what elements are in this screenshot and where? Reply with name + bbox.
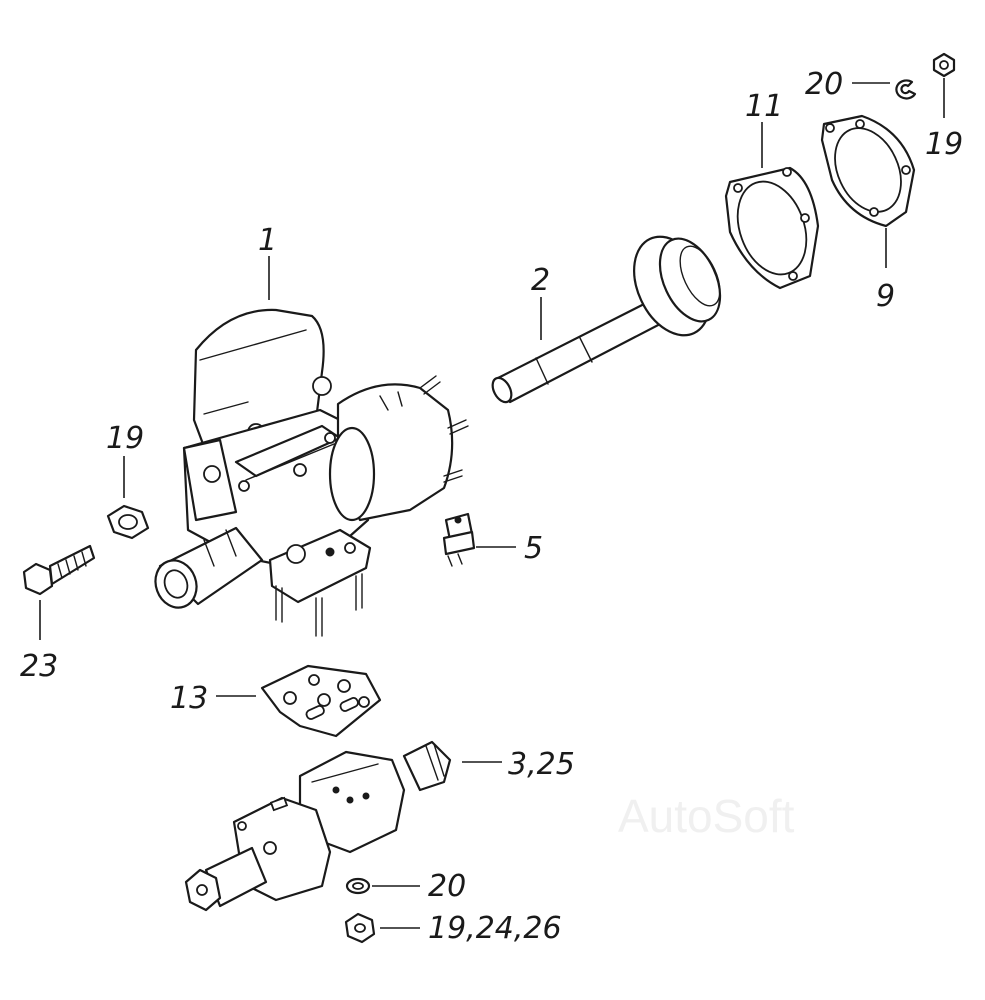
part-fitting-5 — [442, 512, 476, 567]
callout-19-top: 19 — [925, 127, 963, 162]
callout-1: 1 — [258, 223, 277, 258]
part-gasket-13 — [260, 664, 382, 738]
callout-3-25: 3,25 — [508, 747, 575, 782]
part-gasket-9 — [820, 114, 916, 228]
callout-19-24-26: 19,24,26 — [428, 911, 562, 946]
callout-11: 11 — [745, 89, 783, 124]
part-valve-3-25 — [184, 740, 452, 912]
part-gasket-11 — [724, 166, 820, 290]
part-bolt-23 — [22, 544, 96, 596]
part-nut-left — [106, 504, 150, 540]
callout-2: 2 — [531, 263, 550, 298]
callout-19-left: 19 — [106, 421, 144, 456]
part-washer-top — [895, 79, 917, 100]
part-rod-2 — [491, 235, 722, 404]
watermark: AutoSoft — [618, 790, 795, 842]
part-washer-bottom — [345, 877, 371, 895]
callout-9: 9 — [876, 279, 895, 314]
callout-23: 23 — [20, 649, 58, 684]
callout-20-bottom: 20 — [428, 869, 466, 904]
part-nut-top — [932, 52, 956, 78]
callout-5: 5 — [524, 531, 543, 566]
part-housing-1 — [154, 308, 469, 637]
callout-20-top: 20 — [805, 67, 843, 102]
part-nut-bottom — [344, 912, 376, 944]
callout-13: 13 — [170, 681, 208, 716]
